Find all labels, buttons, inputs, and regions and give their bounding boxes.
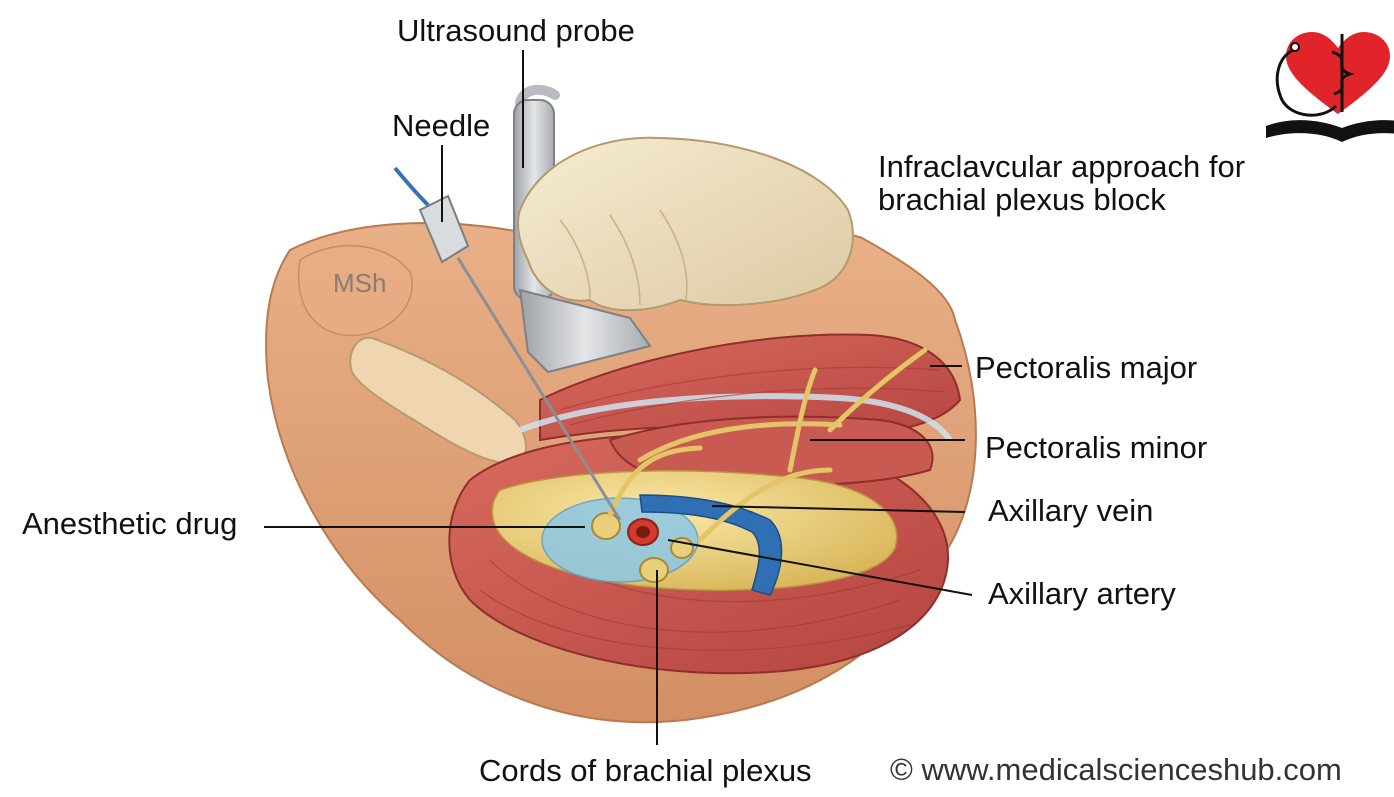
needle-tube (393, 166, 430, 207)
cords-label: Cords of brachial plexus (479, 753, 812, 788)
diagram-title: Infraclavcular approach for brachial ple… (878, 149, 1246, 218)
leader-lines (264, 50, 973, 745)
axillary-artery-label: Axillary artery (988, 576, 1176, 611)
needle-label: Needle (392, 108, 491, 143)
logo-caduceus (1331, 34, 1355, 112)
logo (1266, 32, 1394, 142)
logo-heart (1286, 32, 1390, 114)
nerve-branches (607, 347, 928, 543)
logo-stethoscope (1275, 46, 1338, 117)
fascia (518, 393, 953, 442)
glove-folds (559, 209, 688, 306)
anesthetic-drug-label: Anesthetic drug (22, 506, 238, 541)
ultrasound-probe-label: Ultrasound probe (397, 13, 635, 48)
probe-head (518, 288, 652, 374)
watermark-text: MSh (333, 268, 387, 298)
needle-shaft (456, 257, 622, 521)
cord-lateral (591, 512, 621, 540)
shoulder-bulge (297, 244, 413, 337)
needle-hub (418, 194, 470, 264)
copyright-text: © www.medicalscienceshub.com (890, 752, 1342, 787)
logo-book (1266, 120, 1394, 142)
clavicle (349, 336, 527, 465)
pectoralis-major-label: Pectoralis major (975, 350, 1198, 385)
gloved-hand (517, 136, 854, 312)
cord-medial (639, 557, 669, 583)
pectoralis-minor-label: Pectoralis minor (985, 430, 1208, 465)
axillary-vein-label: Axillary vein (988, 493, 1154, 528)
